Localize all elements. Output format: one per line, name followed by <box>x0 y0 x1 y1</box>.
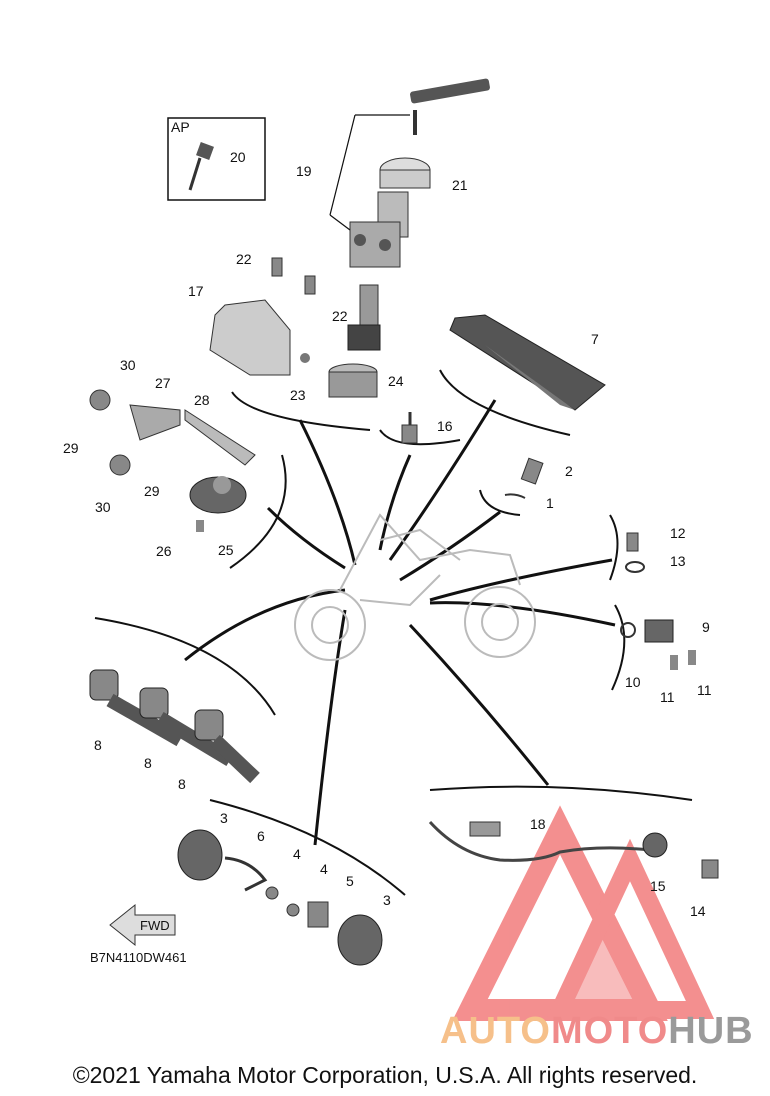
callout-17: 17 <box>188 283 204 299</box>
horn-damper-icon <box>89 389 131 476</box>
sensor-9-icon <box>620 619 696 670</box>
callout-11b: 11 <box>697 682 712 698</box>
callout-10: 10 <box>625 674 641 690</box>
callout-27: 27 <box>155 375 171 391</box>
wire-harness-icon <box>428 820 719 879</box>
ignition-cover-icon <box>379 157 431 189</box>
callout-24: 24 <box>388 373 404 389</box>
sensor-16-icon <box>401 412 418 444</box>
wheel-sensor-icon <box>307 901 329 928</box>
group-brackets <box>94 369 693 896</box>
fwd-arrow-icon: FWD <box>109 903 176 947</box>
bracket-icon <box>209 299 310 376</box>
callout-5: 5 <box>346 873 354 889</box>
callout-29b: 29 <box>144 483 160 499</box>
leader-lines <box>184 399 616 846</box>
ignition-key-icon <box>410 78 490 135</box>
callout-4a: 4 <box>293 846 301 862</box>
watermark-part-2: MOTO <box>550 1010 669 1052</box>
watermark-text: AUTOMOTOHUB <box>440 1010 754 1053</box>
callout-12: 12 <box>670 525 686 541</box>
sensor-2-icon <box>520 457 544 485</box>
callout-30a: 30 <box>120 357 136 373</box>
callout-28: 28 <box>194 392 210 408</box>
meter-display-icon <box>449 314 606 411</box>
watermark-part-3: HUB <box>668 1010 754 1052</box>
callout-14: 14 <box>690 903 706 919</box>
sensor-rotor-icon <box>177 829 383 966</box>
nut-icon <box>265 886 300 917</box>
handlebar-switch-icon <box>89 669 260 784</box>
watermark-logo <box>452 805 715 1021</box>
part-code: B7N4110DW461 <box>90 950 187 965</box>
callout-15: 15 <box>650 878 666 894</box>
callout-3b: 3 <box>383 892 391 908</box>
copyright-notice: ©2021 Yamaha Motor Corporation, U.S.A. A… <box>72 1062 698 1088</box>
callout-9: 9 <box>702 619 710 635</box>
callout-11a: 11 <box>660 689 675 705</box>
bolt-icon <box>271 257 316 295</box>
callout-6: 6 <box>257 828 265 844</box>
callout-19: 19 <box>296 163 312 179</box>
callout-4b: 4 <box>320 861 328 877</box>
callout-13: 13 <box>670 553 686 569</box>
motorcycle-outline <box>294 513 536 661</box>
callout-22b: 22 <box>332 308 348 324</box>
watermark-part-1: AUTO <box>440 1010 551 1052</box>
callout-3a: 3 <box>220 810 228 826</box>
sensor-12-icon <box>626 532 639 552</box>
callout-8b: 8 <box>144 755 152 771</box>
callout-20: 20 <box>230 149 246 165</box>
horn-bracket-icon <box>129 404 256 466</box>
horn-icon <box>189 476 247 532</box>
callout-1: 1 <box>546 495 554 511</box>
callout-labels: 20 19 21 22 22 17 7 30 27 23 24 28 16 29… <box>63 149 712 919</box>
clip-icon <box>504 493 526 499</box>
accessory-box-label: AP <box>171 119 190 135</box>
main-switch-icon <box>349 191 409 268</box>
callout-7: 7 <box>591 331 599 347</box>
callout-30b: 30 <box>95 499 111 515</box>
callout-26: 26 <box>156 543 172 559</box>
callout-8a: 8 <box>94 737 102 753</box>
key-blank-icon <box>188 142 214 191</box>
clamp-icon <box>224 856 268 892</box>
callout-16: 16 <box>437 418 453 434</box>
fwd-label: FWD <box>140 918 170 933</box>
collar-icon <box>328 363 378 398</box>
callout-8c: 8 <box>178 776 186 792</box>
steering-lock-icon <box>347 284 381 351</box>
callout-18: 18 <box>530 816 546 832</box>
callout-29a: 29 <box>63 440 79 456</box>
gasket-icon <box>625 561 645 573</box>
callout-23: 23 <box>290 387 306 403</box>
callout-25: 25 <box>218 542 234 558</box>
accessory-box <box>167 117 266 201</box>
callout-21: 21 <box>452 177 468 193</box>
callout-22a: 22 <box>236 251 252 267</box>
callout-2: 2 <box>565 463 573 479</box>
